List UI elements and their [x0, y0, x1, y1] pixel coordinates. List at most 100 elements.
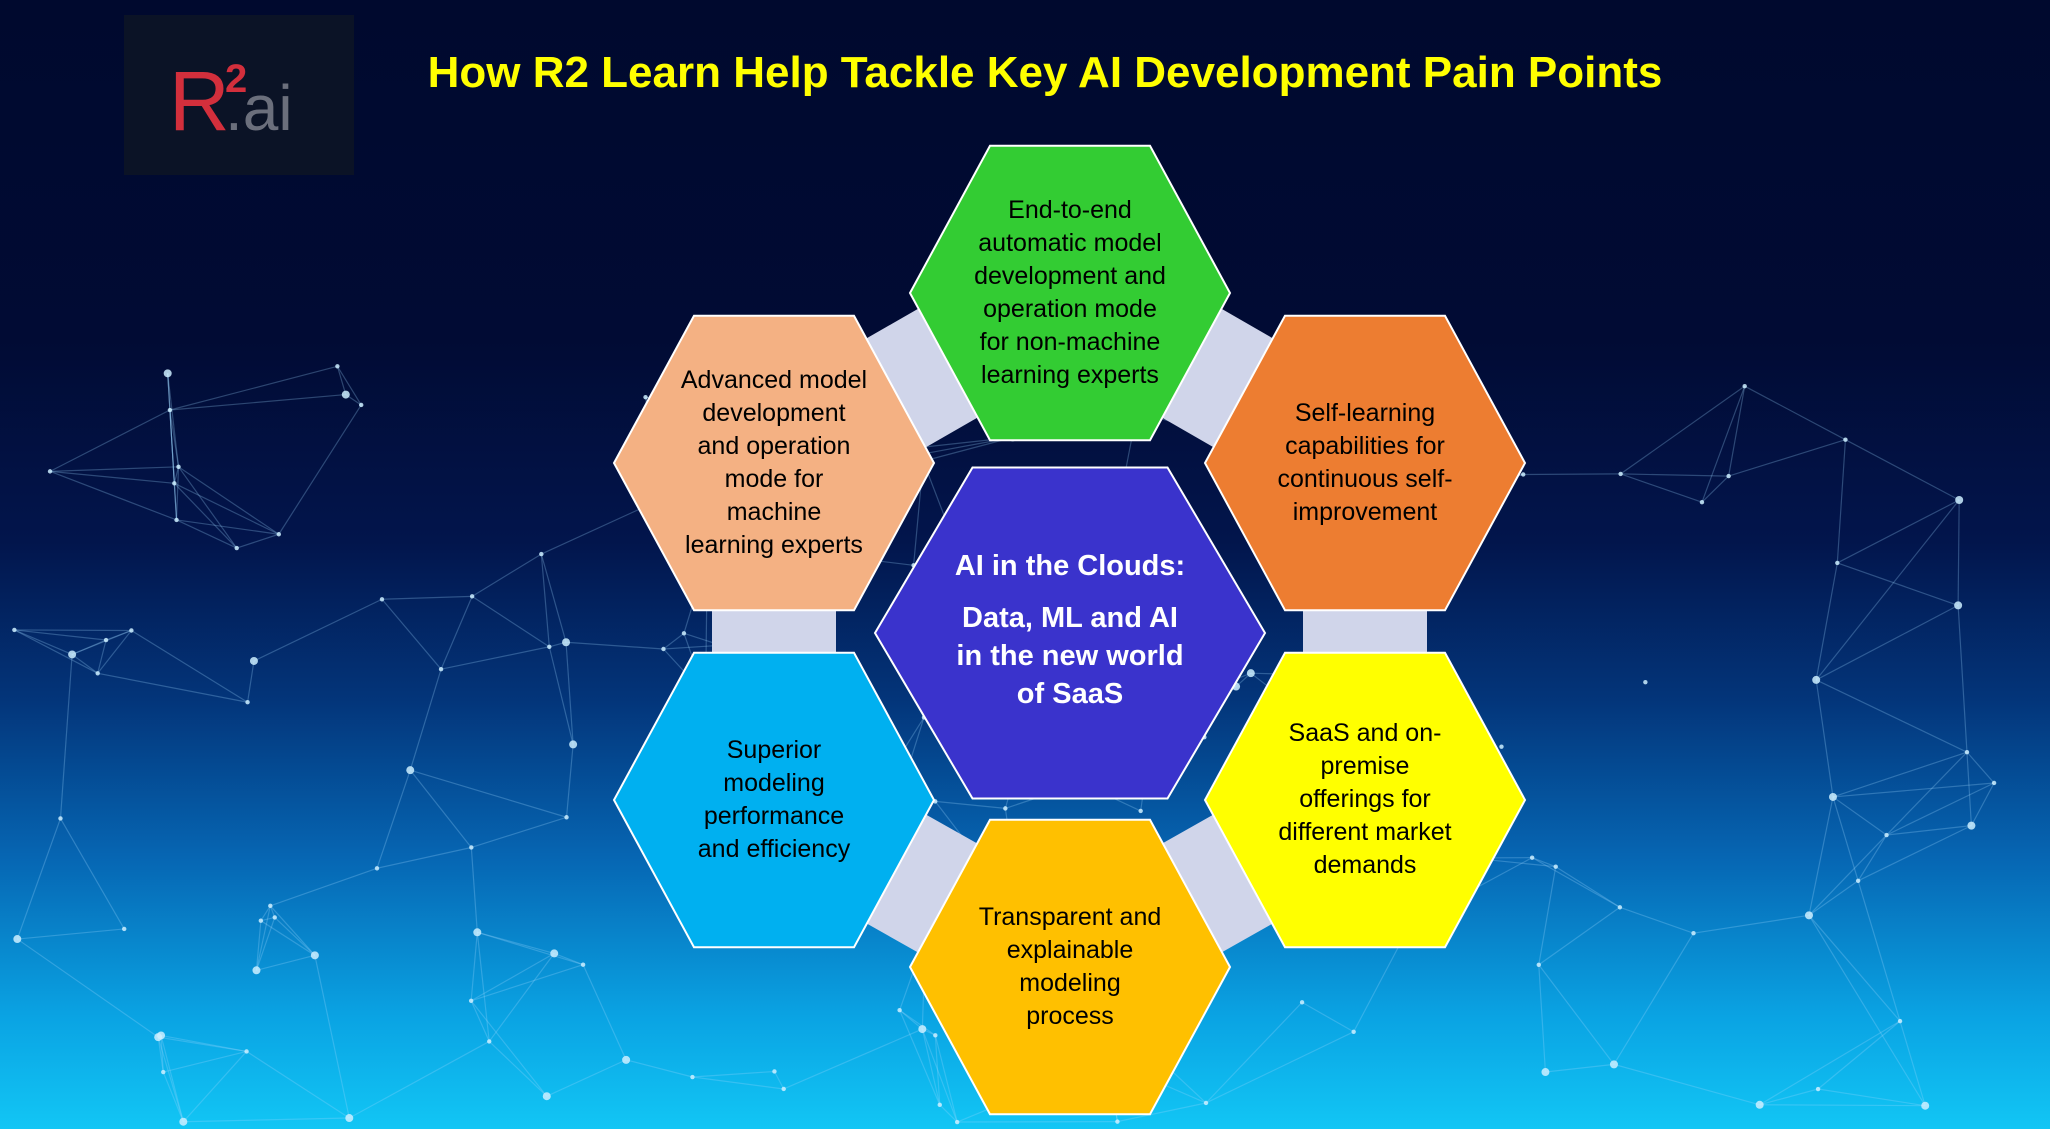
- network-node: [1897, 1018, 1903, 1024]
- network-node: [272, 915, 277, 920]
- network-node: [1553, 864, 1558, 869]
- network-node: [681, 631, 687, 636]
- network-line: [1837, 562, 1959, 606]
- network-node: [937, 1102, 942, 1108]
- hex-label-lower-right: SaaS and on- premise offerings for diffe…: [1250, 653, 1480, 947]
- network-line: [173, 482, 238, 549]
- network-line: [175, 466, 180, 520]
- network-node: [469, 594, 475, 599]
- network-node: [1521, 472, 1526, 477]
- network-line: [1701, 475, 1730, 503]
- network-line: [1545, 1063, 1615, 1073]
- network-line: [167, 373, 175, 484]
- network-line: [260, 920, 316, 956]
- network-line: [59, 654, 73, 819]
- hexagon-upper-right: [1203, 314, 1527, 612]
- network-line: [246, 1050, 350, 1119]
- network-node: [244, 1049, 249, 1054]
- network-line: [1857, 825, 1972, 882]
- network-node: [1541, 1068, 1550, 1077]
- network-node: [1815, 1086, 1821, 1092]
- network-line: [376, 769, 411, 869]
- hex-label-upper-left: Advanced model development and operation…: [659, 316, 889, 610]
- network-line: [253, 598, 383, 662]
- network-node: [258, 918, 264, 923]
- network-line: [625, 1059, 693, 1078]
- network-node: [276, 532, 282, 537]
- network-line: [255, 920, 262, 971]
- network-line: [381, 598, 442, 670]
- network-line: [1886, 751, 1968, 836]
- network-line: [1531, 857, 1556, 868]
- network-line: [173, 466, 180, 484]
- network-node: [179, 1117, 188, 1126]
- network-line: [260, 905, 271, 922]
- network-node: [580, 962, 586, 967]
- network-line: [59, 818, 125, 930]
- network-node: [47, 469, 53, 474]
- network-node: [690, 1074, 695, 1080]
- network-line: [1728, 439, 1846, 477]
- network-line: [169, 393, 346, 411]
- network-node: [1351, 1029, 1356, 1034]
- network-node: [1954, 601, 1963, 610]
- network-node: [1115, 1119, 1120, 1124]
- network-node: [163, 369, 172, 378]
- network-node: [58, 816, 63, 821]
- network-line: [1957, 500, 1960, 606]
- network-node: [1643, 679, 1648, 685]
- network-node: [1618, 471, 1623, 477]
- network-line: [49, 466, 179, 472]
- network-node: [359, 402, 364, 408]
- network-line: [1523, 473, 1621, 476]
- network-line: [97, 639, 107, 674]
- hex-text-top: End-to-end automatic model development a…: [974, 195, 1166, 389]
- network-node: [252, 966, 261, 975]
- hex-label-upper-right: Self-learning capabilities for continuou…: [1250, 316, 1480, 610]
- network-line: [131, 629, 248, 703]
- network-line: [1620, 473, 1729, 477]
- network-line: [1832, 782, 1995, 798]
- network-node: [129, 628, 134, 633]
- network-line: [692, 1076, 784, 1090]
- network-node: [341, 390, 350, 399]
- network-line: [173, 483, 178, 521]
- r2ai-logo-mark: R 2 .ai: [169, 54, 293, 148]
- network-line: [663, 644, 722, 650]
- network-line: [1815, 679, 1968, 753]
- hex-text-upper-left: Advanced model development and operation…: [680, 365, 868, 559]
- hexagon-shapes: [612, 144, 1527, 1116]
- network-node: [1828, 792, 1837, 801]
- network-node: [897, 1008, 902, 1013]
- network-node: [1499, 744, 1504, 749]
- network-line: [899, 1009, 923, 1030]
- network-line: [16, 938, 159, 1038]
- network-line: [410, 769, 567, 818]
- network-node: [954, 1119, 960, 1125]
- network-node: [1138, 808, 1143, 814]
- network-line: [1845, 439, 1960, 501]
- network-line: [1301, 1001, 1354, 1033]
- network-node: [469, 845, 474, 850]
- network-line: [1815, 562, 1838, 681]
- network-node: [172, 481, 177, 486]
- network-node: [539, 551, 544, 557]
- network-node: [1529, 855, 1535, 860]
- network-line: [1817, 1020, 1901, 1090]
- network-line: [182, 1051, 248, 1123]
- network-line: [160, 1035, 184, 1122]
- network-node: [234, 545, 239, 551]
- network-line: [1205, 1031, 1354, 1104]
- network-node: [473, 928, 482, 937]
- network-line: [274, 916, 316, 956]
- network-node: [1609, 1060, 1618, 1069]
- network-line: [1759, 1020, 1901, 1106]
- network-line: [477, 931, 584, 966]
- network-line: [921, 1028, 941, 1105]
- network-line: [162, 1071, 184, 1122]
- network-line: [49, 409, 171, 472]
- network-line: [381, 595, 473, 600]
- network-line: [939, 1104, 958, 1123]
- network-line: [336, 366, 347, 395]
